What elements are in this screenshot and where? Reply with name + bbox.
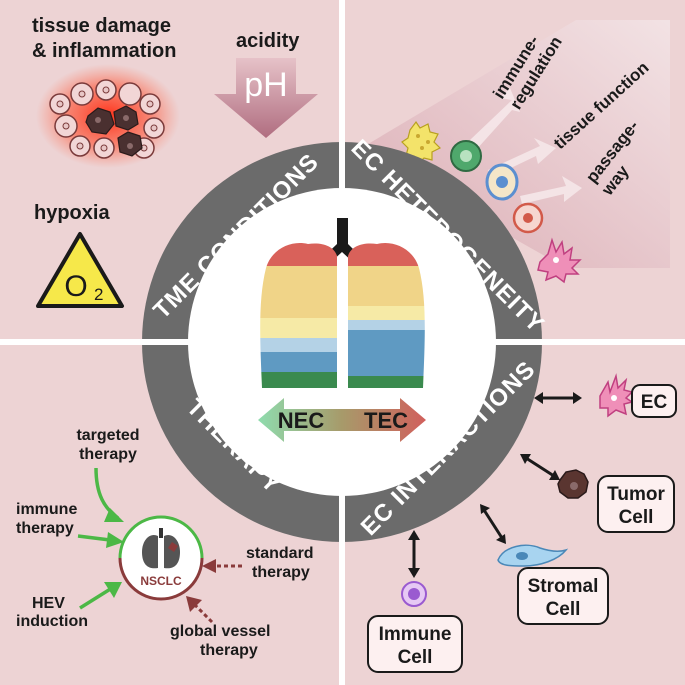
partner-labels: EC Tumor Cell Stromal Cell Immune Cell [367, 384, 677, 673]
o2-label: O [64, 270, 87, 303]
standard-therapy-label-2: therapy [252, 564, 310, 581]
right-lung [348, 243, 425, 388]
ec-label: EC [641, 392, 668, 413]
global-vessel-therapy-label-1: global vessel [170, 623, 271, 640]
tissue-damage-label-1: tissue damage [32, 15, 171, 37]
immune-label-2: Cell [398, 647, 433, 668]
interaction-arrows [408, 392, 582, 578]
ec-label-box [631, 384, 677, 418]
horizontal-divider [0, 339, 685, 345]
nsclc-target: NSCLC [118, 515, 204, 601]
tec-label: TEC [364, 408, 408, 433]
stromal-cell-icon [497, 544, 569, 567]
small-lung-icon [142, 528, 180, 569]
hypoxia-warning-icon: O 2 [36, 232, 124, 308]
acidity-label: acidity [236, 30, 300, 52]
immune-therapy-label-1: immune [16, 501, 77, 518]
immune-cell-box [367, 615, 463, 673]
standard-therapy-label-1: standard [246, 545, 314, 562]
global-vessel-therapy-label-2: therapy [200, 642, 258, 659]
stromal-label-2: Cell [546, 599, 581, 620]
arrow-passageway [520, 176, 582, 204]
hev-induction-arrow [79, 586, 113, 610]
therapy-arrows [77, 467, 242, 624]
targeted-therapy-label-2: therapy [79, 446, 137, 463]
stromal-cell-box [517, 567, 609, 625]
ph-label: pH [244, 66, 287, 104]
nsclc-circle [120, 517, 202, 599]
global-vessel-therapy-arrow [192, 602, 214, 624]
inflamed-tissue-icon [36, 64, 180, 168]
tumor-cell-box [597, 475, 675, 533]
o2-subscript: 2 [94, 285, 103, 304]
stromal-label-1: Stromal [528, 576, 599, 597]
tumor-label-2: Cell [619, 507, 654, 528]
nec-tec-arrow: NEC TEC [258, 398, 426, 442]
yellow-ec-icon [401, 120, 442, 166]
ec-subtype-cells [401, 120, 582, 284]
nsclc-label: NSCLC [140, 574, 182, 588]
targeted-therapy-label-1: targeted [76, 427, 139, 444]
hypoxia-label: hypoxia [34, 202, 110, 224]
interaction-partner-icons [401, 373, 634, 607]
tissue-damage-label-2: & inflammation [32, 40, 176, 62]
immune-therapy-arrow [77, 534, 111, 542]
tumor-label-1: Tumor [607, 484, 665, 505]
arrow-immune-regulation [470, 88, 520, 150]
immune-label-1: Immune [379, 624, 452, 645]
immune-therapy-label-2: therapy [16, 520, 74, 537]
hev-induction-label-2: induction [16, 613, 88, 630]
ph-arrow-icon: pH [214, 58, 318, 138]
pink-ec-icon [537, 237, 582, 284]
hev-induction-label-1: HEV [32, 595, 65, 612]
nec-label: NEC [278, 408, 325, 433]
